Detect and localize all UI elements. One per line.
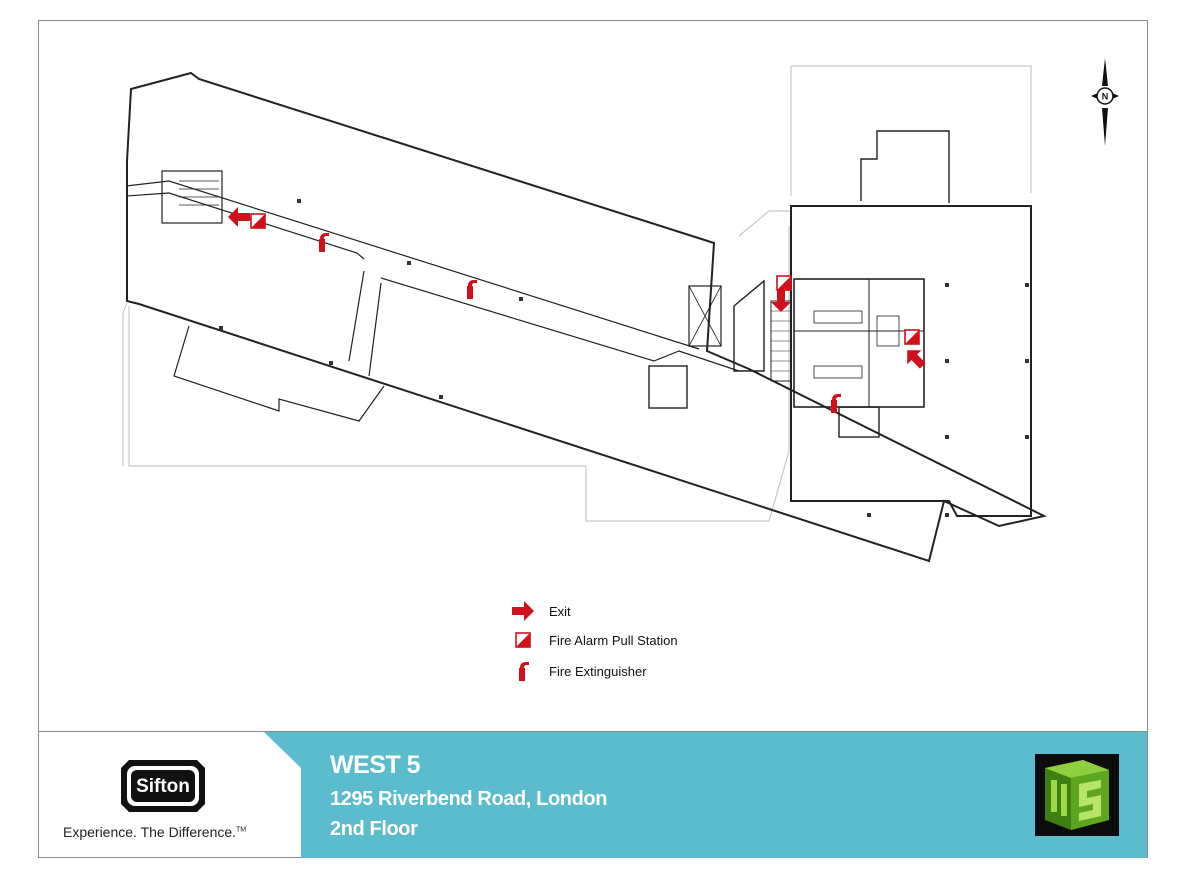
floor-label: 2nd Floor	[330, 818, 418, 840]
floor-plan-sheet: N Exit Fire Alarm Pull Station	[38, 20, 1148, 858]
fire-extinguisher-icon	[467, 280, 477, 299]
floor-plan: N Exit Fire Alarm Pull Station	[39, 21, 1149, 731]
left-wing	[125, 71, 1047, 563]
title-band	[264, 732, 1147, 858]
exit-arrow-icon	[900, 343, 930, 373]
site-outline	[122, 65, 1032, 522]
fire-extinguisher-icon	[319, 233, 329, 252]
compass-letter: N	[1102, 92, 1109, 102]
plan-exit-symbols	[228, 207, 930, 373]
legend-label-exit: Exit	[549, 603, 571, 619]
tagline-text: Experience. The Difference.	[63, 824, 237, 840]
west-5-logo	[1035, 754, 1119, 836]
right-wing	[733, 130, 1032, 517]
fire-alarm-pull-station-icon	[904, 329, 920, 345]
exit-arrow-icon	[228, 207, 250, 227]
north-compass-icon: N	[1091, 58, 1119, 146]
fire-extinguisher-icon	[519, 662, 529, 681]
exit-arrow-icon	[512, 601, 534, 621]
tagline: Experience. The Difference.TM	[63, 824, 246, 840]
title-block: Sifton Experience. The Difference.TM WES…	[39, 731, 1147, 858]
legend-item-exit: Exit	[509, 601, 571, 621]
legend-item-extinguisher: Fire Extinguisher	[509, 661, 647, 681]
legend-label-pull-station: Fire Alarm Pull Station	[549, 632, 678, 648]
fire-alarm-pull-station-icon	[776, 275, 792, 291]
fire-alarm-pull-station-icon	[250, 213, 266, 229]
fire-alarm-pull-station-icon	[515, 632, 531, 648]
building-name: WEST 5	[330, 751, 421, 779]
plan-extinguisher-symbols	[319, 233, 841, 413]
sifton-logo: Sifton	[121, 760, 205, 812]
floor-plan-drawing: N	[122, 58, 1119, 563]
structural-columns	[219, 199, 1029, 517]
legend-item-pull-station: Fire Alarm Pull Station	[509, 630, 678, 650]
trademark-mark: TM	[236, 826, 247, 834]
legend-label-extinguisher: Fire Extinguisher	[549, 663, 647, 679]
sifton-logo-text: Sifton	[136, 776, 190, 797]
building-address: 1295 Riverbend Road, London	[330, 788, 608, 810]
